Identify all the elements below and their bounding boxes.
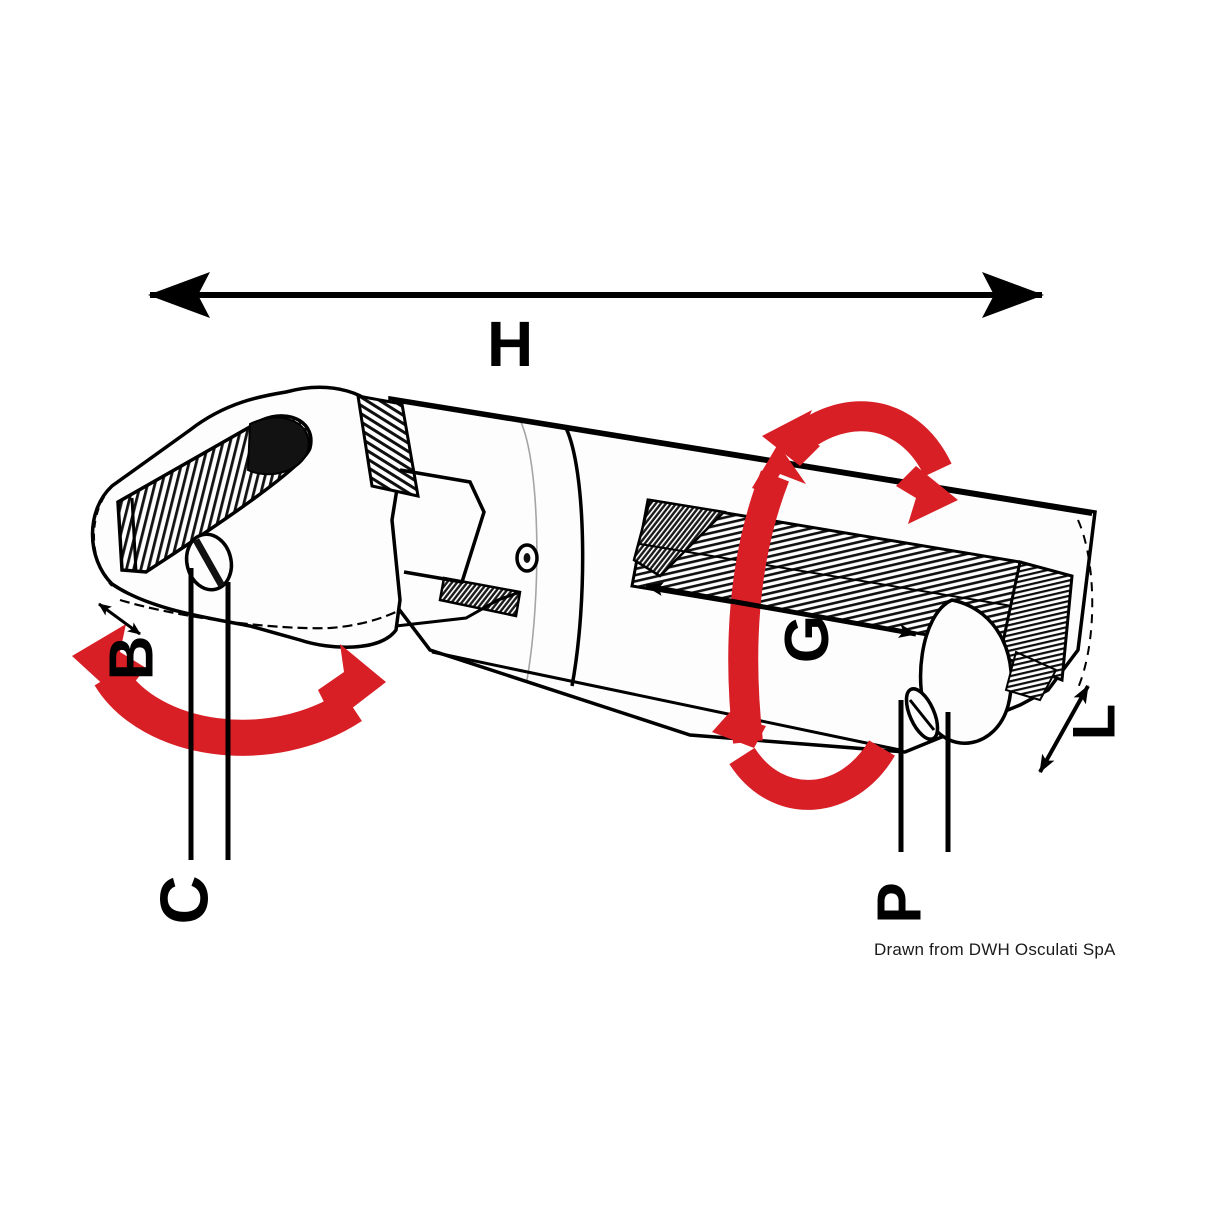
- figure-caption: Drawn from DWH Osculati SpA: [874, 940, 1116, 959]
- leader-lines-P: [898, 700, 951, 852]
- dimension-label-G: G: [773, 614, 843, 664]
- tube-lower-notch: [438, 576, 522, 618]
- dimension-label-P: P: [865, 882, 935, 924]
- dimension-arrow-L: [1038, 685, 1090, 773]
- tube-slot: [630, 498, 1022, 650]
- tool-illustration: [90, 385, 1097, 754]
- dimension-arrow-B: [98, 602, 141, 636]
- tube-end: [918, 519, 1094, 745]
- tube-rivet: [515, 543, 539, 573]
- jaw-head: [90, 385, 521, 649]
- dimension-label-L: L: [1060, 703, 1128, 741]
- dimension-label-B: B: [97, 635, 167, 681]
- leader-lines-C: [188, 568, 231, 860]
- motion-indicator-swivel: [72, 624, 386, 756]
- dimension-label-C: C: [146, 875, 223, 925]
- tube-pin: [904, 687, 940, 741]
- dimension-label-H: H: [487, 308, 533, 380]
- head-screw: [184, 532, 234, 592]
- tube-collar: [519, 419, 585, 687]
- dimension-arrow-G: [645, 582, 917, 638]
